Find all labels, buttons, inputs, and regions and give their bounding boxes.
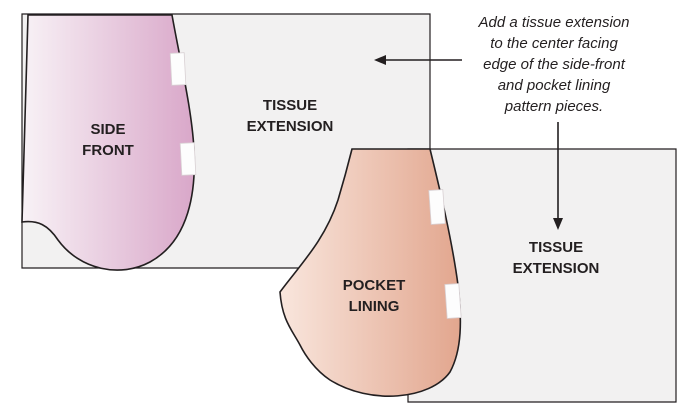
note-line-5: pattern pieces. — [504, 98, 603, 115]
tissue-extension-1-label-line1: TISSUE — [263, 97, 317, 114]
note-line-3: edge of the side-front — [483, 56, 626, 73]
tape-strip — [428, 189, 446, 225]
arrow-down-head — [553, 218, 563, 230]
side-front-label-line1: SIDE — [90, 121, 125, 138]
tissue-extension-2-label-line1: TISSUE — [529, 239, 583, 256]
note-line-1: Add a tissue extension — [478, 14, 630, 31]
pocket-lining-label-line1: POCKET — [343, 277, 406, 294]
tissue-extension-2-label-line2: EXTENSION — [513, 260, 600, 277]
side-front-piece — [21, 14, 196, 271]
arrow-left-head — [374, 55, 386, 65]
note-line-4: and pocket lining — [498, 77, 611, 94]
tape-strip — [169, 52, 187, 86]
tape-strip — [179, 142, 197, 176]
tissue-extension-1-label-line2: EXTENSION — [247, 118, 334, 135]
side-front-label-line2: FRONT — [82, 142, 134, 159]
note-line-2: to the center facing — [490, 35, 618, 52]
tape-strip — [444, 283, 462, 319]
pocket-lining-label-line2: LINING — [349, 298, 400, 315]
